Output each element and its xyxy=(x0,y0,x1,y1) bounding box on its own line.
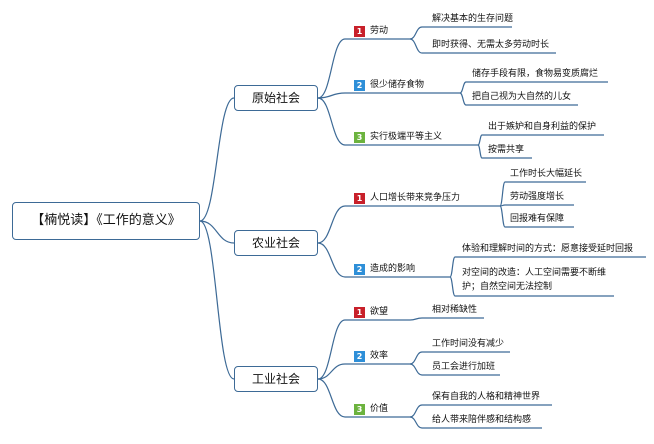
leaf-node[interactable]: 相对稀缺性 xyxy=(432,305,478,315)
connector-root-primitive xyxy=(199,97,235,222)
branch-agricultural-society[interactable]: 农业社会 xyxy=(234,230,318,256)
connector-efficiency xyxy=(317,363,346,380)
connector-leaf xyxy=(477,134,483,146)
leaf-node[interactable]: 把自己视为大自然的儿女 xyxy=(472,92,572,102)
connector-leaf xyxy=(449,276,456,297)
subtopic-label: 效率 xyxy=(370,351,389,361)
leaf-node[interactable]: 劳动强度增长 xyxy=(510,192,565,202)
leaf-node[interactable]: 对空间的改造：人工空间需要不断维 xyxy=(462,268,607,278)
leaf-node[interactable]: 保有自我的人格和精神世界 xyxy=(432,392,541,402)
branch-industrial-society[interactable]: 工业社会 xyxy=(234,366,318,392)
leaf-node[interactable]: 储存手段有限，食物易变质腐烂 xyxy=(472,69,599,79)
subtopic-label: 劳动 xyxy=(370,26,389,36)
connector-root-industrial xyxy=(199,220,235,380)
subtopic-desire[interactable]: 1 欲望 xyxy=(354,305,388,319)
subtopic-egalitarianism[interactable]: 3 实行极端平等主义 xyxy=(354,130,442,144)
connector-leaf xyxy=(459,92,467,106)
leaf-node[interactable]: 工作时间没有减少 xyxy=(432,339,505,349)
leaf-node[interactable]: 体验和理解时间的方式：愿意接受延时回报 xyxy=(462,244,634,254)
connector-labor xyxy=(317,38,346,99)
subtopic-efficiency[interactable]: 2 效率 xyxy=(354,349,388,363)
connector-leaf xyxy=(409,26,423,40)
connector-leaf xyxy=(409,317,423,321)
number-badge: 2 xyxy=(354,351,365,362)
number-badge: 1 xyxy=(354,193,365,204)
leaf-node[interactable]: 出于嫉妒和自身利益的保护 xyxy=(488,122,597,132)
number-badge: 1 xyxy=(354,26,365,37)
connector-impact xyxy=(317,242,346,278)
number-badge: 3 xyxy=(354,404,365,415)
connector-population xyxy=(317,205,346,244)
connector-value xyxy=(317,378,346,418)
connector-leaf xyxy=(499,181,506,207)
connector-leaf xyxy=(409,416,423,429)
root-node[interactable]: 【楠悦读】《工作的意义》 xyxy=(12,202,200,240)
leaf-node[interactable]: 解决基本的生存问题 xyxy=(432,14,514,24)
subtopic-label: 实行极端平等主义 xyxy=(370,132,443,142)
subtopic-label: 价值 xyxy=(370,404,389,414)
subtopic-food-storage[interactable]: 2 很少储存食物 xyxy=(354,78,424,92)
connector-root-agricultural xyxy=(199,220,235,244)
connector-leaf xyxy=(409,363,423,376)
connector-leaf xyxy=(499,205,506,228)
subtopic-impact[interactable]: 2 造成的影响 xyxy=(354,262,415,276)
leaf-node[interactable]: 按需共享 xyxy=(488,145,525,155)
subtopic-population-pressure[interactable]: 1 人口增长带来竞争压力 xyxy=(354,191,460,205)
number-badge: 2 xyxy=(354,80,365,91)
leaf-node[interactable]: 回报难有保障 xyxy=(510,214,565,224)
subtopic-label: 很少储存食物 xyxy=(370,80,425,90)
subtopic-label: 造成的影响 xyxy=(370,264,416,274)
connector-food xyxy=(317,92,346,99)
leaf-node[interactable]: 员工会进行加班 xyxy=(432,362,496,372)
number-badge: 3 xyxy=(354,132,365,143)
number-badge: 2 xyxy=(354,264,365,275)
leaf-node[interactable]: 护；自然空间无法控制 xyxy=(462,282,553,292)
leaf-node[interactable]: 即时获得、无需太多劳动时长 xyxy=(432,40,550,50)
connector-egalitarian xyxy=(317,97,346,146)
number-badge: 1 xyxy=(354,307,365,318)
leaf-node[interactable]: 工作时长大幅延长 xyxy=(510,169,583,179)
connector-desire xyxy=(317,319,346,380)
subtopic-labor[interactable]: 1 劳动 xyxy=(354,24,388,38)
subtopic-label: 人口增长带来竞争压力 xyxy=(370,193,461,203)
connector-leaf xyxy=(409,351,423,365)
connector-leaf xyxy=(449,256,456,278)
subtopic-label: 欲望 xyxy=(370,307,389,317)
leaf-node[interactable]: 给人带来陪伴感和结构感 xyxy=(432,415,532,425)
connector-leaf xyxy=(459,81,467,94)
subtopic-value[interactable]: 3 价值 xyxy=(354,402,388,416)
connector-leaf xyxy=(409,38,423,54)
branch-primitive-society[interactable]: 原始社会 xyxy=(234,85,318,111)
connector-leaf xyxy=(409,404,423,418)
connector-leaf xyxy=(477,144,483,159)
